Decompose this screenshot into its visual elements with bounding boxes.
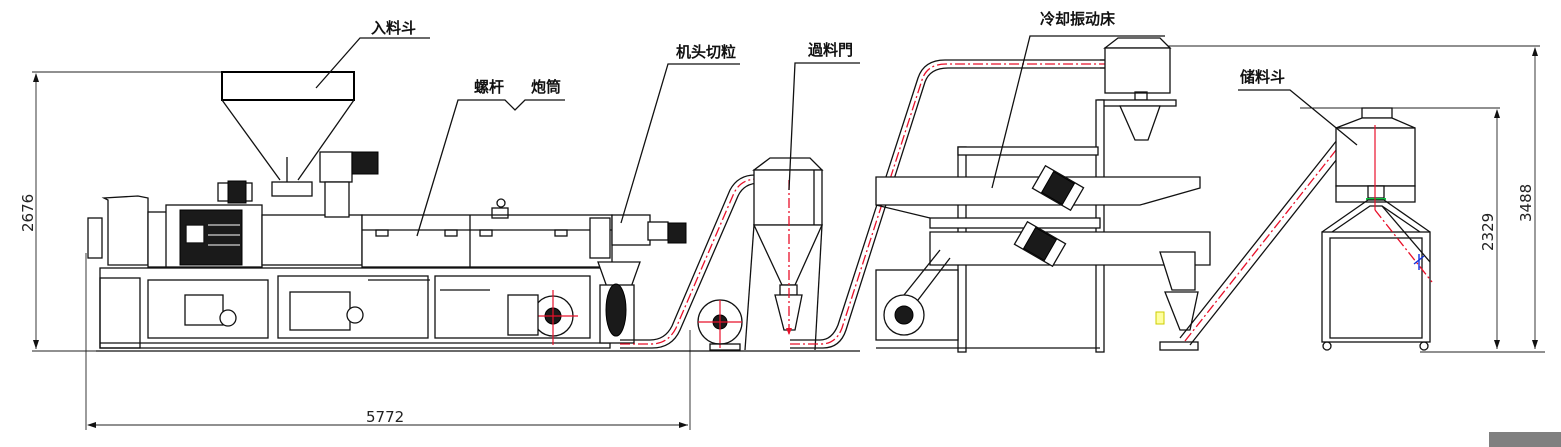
dimension-2676 xyxy=(32,71,222,352)
leader-lines xyxy=(315,35,1358,237)
dimension-text-3488: 3488 xyxy=(1517,184,1535,222)
conveying-pipe-1 xyxy=(620,174,790,349)
cooling-vibrating-bed xyxy=(875,37,1211,353)
label-feed-hopper: 入料斗 xyxy=(371,19,416,37)
label-die-head-cutter: 机头切粒 xyxy=(676,43,736,61)
storage-hopper xyxy=(1321,107,1433,351)
dimension-text-5772: 5772 xyxy=(366,408,404,426)
label-storage-hopper: 储料斗 xyxy=(1240,68,1285,86)
extruder-assembly xyxy=(87,71,687,349)
cyclone-separator xyxy=(697,157,824,351)
corner-block xyxy=(1489,432,1561,447)
label-cyclone: 過料門 xyxy=(807,41,853,59)
dimension-text-2676: 2676 xyxy=(19,194,37,232)
label-screw: 螺杆 xyxy=(474,78,504,96)
dimension-text-2329: 2329 xyxy=(1479,213,1497,251)
label-cooling-vibrating-bed: 冷却振动床 xyxy=(1040,10,1116,28)
dimension-5772 xyxy=(85,253,691,430)
dimension-2329 xyxy=(1300,107,1500,349)
dimension-3488 xyxy=(1160,45,1545,353)
label-barrel: 炮筒 xyxy=(531,78,561,96)
